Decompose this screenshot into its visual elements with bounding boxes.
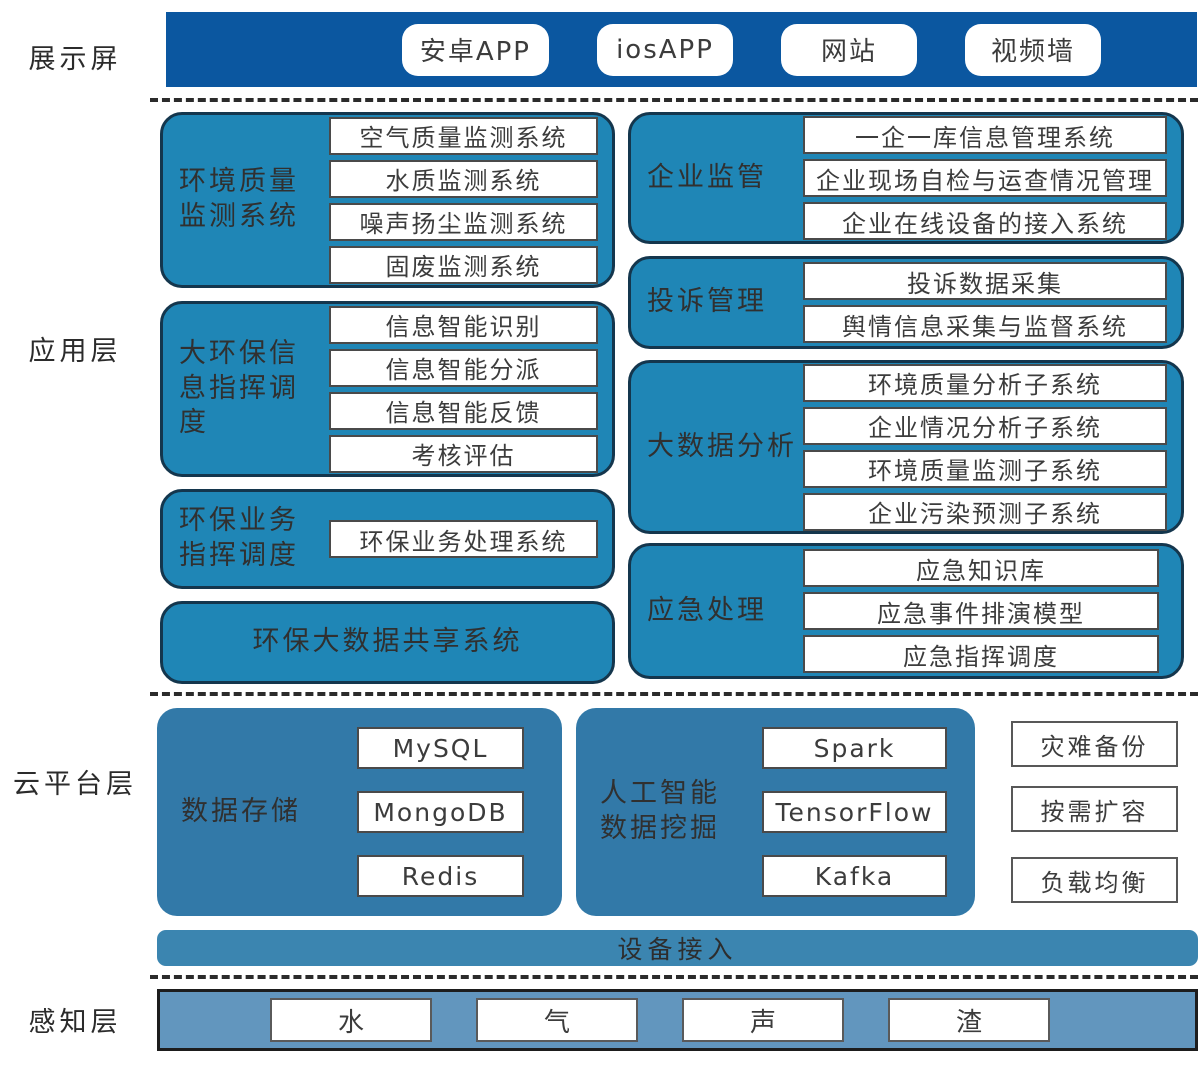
list-item[interactable]: 应急事件排演模型 <box>803 592 1159 630</box>
list-item[interactable]: 环保业务处理系统 <box>329 520 598 558</box>
display-channel-website[interactable]: 网站 <box>781 23 917 76</box>
sensor-noise[interactable]: 声 <box>682 998 844 1042</box>
group-items: MySQL MongoDB Redis <box>357 727 562 897</box>
group-title: 环保大数据共享系统 <box>252 626 523 658</box>
list-item[interactable]: 环境质量监测子系统 <box>803 449 1167 488</box>
list-item[interactable]: 噪声扬尘监测系统 <box>329 202 598 241</box>
group-enterprise-supervision[interactable]: 企业监管 一企一库信息管理系统 企业现场自检与运查情况管理 企业在线设备的接入系… <box>628 112 1184 244</box>
group-title: 人工智能 数据挖掘 <box>600 778 720 844</box>
cloud-side-box-load-balancing[interactable]: 负载均衡 <box>1011 857 1178 903</box>
layer-label-cloud: 云平台层 <box>13 769 137 800</box>
group-title: 企业监管 <box>647 161 767 193</box>
list-item[interactable]: 舆情信息采集与监督系统 <box>803 305 1167 343</box>
list-item[interactable]: 水质监测系统 <box>329 159 598 198</box>
group-title: 环保业务 指挥调度 <box>179 505 299 571</box>
device-access-bar[interactable]: 设备接入 <box>157 930 1198 966</box>
list-item[interactable]: 企业现场自检与运查情况管理 <box>803 159 1167 197</box>
group-title: 大环保信 息指挥调 度 <box>179 338 299 439</box>
separator-application-cloud <box>150 692 1198 696</box>
list-item[interactable]: 企业在线设备的接入系统 <box>803 202 1167 240</box>
group-environment-quality-monitoring[interactable]: 环境质量 监测系统 空气质量监测系统 水质监测系统 噪声扬尘监测系统 固废监测系… <box>160 112 615 288</box>
list-item[interactable]: 环境质量分析子系统 <box>803 363 1167 402</box>
group-environmental-bigdata-sharing-system[interactable]: 环保大数据共享系统 <box>160 601 615 684</box>
perception-layer-bar: 水 气 声 渣 <box>157 989 1198 1051</box>
separator-cloud-perception <box>150 975 1198 979</box>
group-items: 空气质量监测系统 水质监测系统 噪声扬尘监测系统 固废监测系统 <box>329 116 612 284</box>
list-item[interactable]: MySQL <box>357 727 524 769</box>
list-item[interactable]: 应急指挥调度 <box>803 635 1159 673</box>
list-item[interactable]: 信息智能识别 <box>329 305 598 344</box>
list-item[interactable]: 企业污染预测子系统 <box>803 492 1167 531</box>
group-items: 应急知识库 应急事件排演模型 应急指挥调度 <box>803 549 1181 673</box>
group-environmental-info-command-dispatch[interactable]: 大环保信 息指挥调 度 信息智能识别 信息智能分派 信息智能反馈 考核评估 <box>160 301 615 477</box>
sensor-water[interactable]: 水 <box>270 998 432 1042</box>
group-emergency-handling[interactable]: 应急处理 应急知识库 应急事件排演模型 应急指挥调度 <box>628 543 1184 679</box>
group-title: 环境质量 监测系统 <box>179 166 299 232</box>
group-title: 大数据分析 <box>647 430 797 462</box>
group-items: 环保业务处理系统 <box>329 520 612 558</box>
list-item[interactable]: Redis <box>357 855 524 897</box>
group-title: 投诉管理 <box>647 286 767 318</box>
group-ai-data-mining[interactable]: 人工智能 数据挖掘 Spark TensorFlow Kafka <box>576 708 975 916</box>
list-item[interactable]: 一企一库信息管理系统 <box>803 116 1167 154</box>
list-item[interactable]: 空气质量监测系统 <box>329 116 598 155</box>
list-item[interactable]: 信息智能反馈 <box>329 391 598 430</box>
group-complaint-management[interactable]: 投诉管理 投诉数据采集 舆情信息采集与监督系统 <box>628 256 1184 349</box>
list-item[interactable]: Spark <box>762 727 947 769</box>
list-item[interactable]: Kafka <box>762 855 947 897</box>
list-item[interactable]: MongoDB <box>357 791 524 833</box>
list-item[interactable]: TensorFlow <box>762 791 947 833</box>
separator-display-application <box>150 98 1198 102</box>
sensor-waste[interactable]: 渣 <box>888 998 1050 1042</box>
group-items: 一企一库信息管理系统 企业现场自检与运查情况管理 企业在线设备的接入系统 <box>803 116 1181 240</box>
group-items: Spark TensorFlow Kafka <box>762 727 975 897</box>
group-title: 数据存储 <box>181 795 301 827</box>
cloud-side-box-disaster-backup[interactable]: 灾难备份 <box>1011 721 1178 767</box>
list-item[interactable]: 应急知识库 <box>803 549 1159 587</box>
display-channel-ios[interactable]: iosAPP <box>597 23 733 76</box>
group-items: 信息智能识别 信息智能分派 信息智能反馈 考核评估 <box>329 305 612 473</box>
list-item[interactable]: 考核评估 <box>329 434 598 473</box>
group-items: 投诉数据采集 舆情信息采集与监督系统 <box>803 262 1181 343</box>
display-screen-bar: 安卓APP iosAPP 网站 视频墙 <box>166 12 1197 87</box>
layer-label-perception: 感知层 <box>28 1007 122 1038</box>
layer-label-display: 展示屏 <box>28 44 122 75</box>
list-item[interactable]: 固废监测系统 <box>329 245 598 284</box>
list-item[interactable]: 信息智能分派 <box>329 348 598 387</box>
group-title: 应急处理 <box>647 594 767 626</box>
display-channel-android[interactable]: 安卓APP <box>401 23 549 76</box>
group-items: 环境质量分析子系统 企业情况分析子系统 环境质量监测子系统 企业污染预测子系统 <box>803 363 1181 531</box>
list-item[interactable]: 企业情况分析子系统 <box>803 406 1167 445</box>
group-data-storage[interactable]: 数据存储 MySQL MongoDB Redis <box>157 708 562 916</box>
group-bigdata-analysis[interactable]: 大数据分析 环境质量分析子系统 企业情况分析子系统 环境质量监测子系统 企业污染… <box>628 360 1184 534</box>
group-environmental-business-command-dispatch[interactable]: 环保业务 指挥调度 环保业务处理系统 <box>160 489 615 589</box>
display-channel-video-wall[interactable]: 视频墙 <box>965 23 1101 76</box>
layer-label-application: 应用层 <box>28 336 122 367</box>
list-item[interactable]: 投诉数据采集 <box>803 262 1167 300</box>
cloud-side-box-on-demand-scaling[interactable]: 按需扩容 <box>1011 786 1178 832</box>
sensor-air[interactable]: 气 <box>476 998 638 1042</box>
